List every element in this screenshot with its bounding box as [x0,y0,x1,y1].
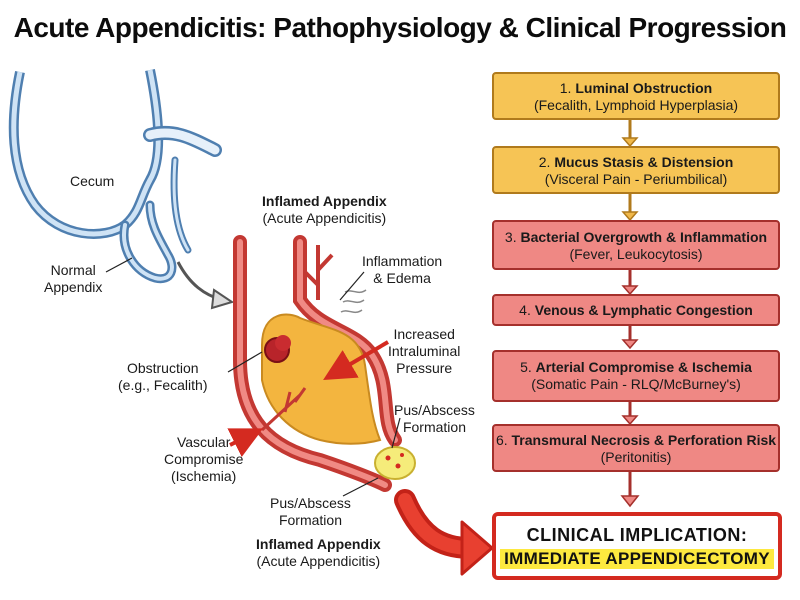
step-2-detail: (Visceral Pain - Periumbilical) [544,171,728,187]
implication-arrow [394,489,494,576]
pus-right-line1: Pus/Abscess [394,402,475,418]
step-4-number: 4. [519,302,531,318]
obstruction-line1: Obstruction [126,360,199,376]
inflamed-appendix-illustration [233,235,416,492]
normal-cecum-illustration [8,69,222,284]
step-3-detail: (Fever, Leukocytosis) [569,246,703,262]
normal-appendix-line1: Normal [50,262,96,278]
inflamed-top-line1: Inflamed Appendix [262,193,387,209]
cecum-label: Cecum [70,173,114,190]
pressure-line3: Pressure [396,360,453,376]
step-6-detail: (Peritonitis) [600,449,672,465]
vascular-line3: (Ischemia) [171,468,237,484]
step-3-number: 3. [504,229,517,245]
pressure-line1: Increased [393,326,455,342]
inflammation-line1: Inflammation [362,253,443,269]
pus-right-leader [391,417,401,449]
pus-bottom-line2: Formation [278,512,342,528]
step-5-box: 5. Arterial Compromise & Ischemia (Somat… [492,350,780,402]
step-2-number: 2. [538,154,551,170]
pus-bottom-line1: Pus/Abscess [270,495,351,511]
obstruction-leader [227,351,263,373]
step-3-title: Bacterial Overgrowth & Inflammation [520,229,768,245]
inflammation-line2: & Edema [373,270,431,286]
pressure-arrow [323,340,390,381]
pressure-line2: Intraluminal [388,343,461,359]
pus-right-line2: Formation [402,419,466,435]
step-4-box: 4. Venous & Lymphatic Congestion [492,294,780,326]
step-6-title: Transmural Necrosis & Perforation Risk [511,432,777,448]
vascular-line2: Compromise [164,451,244,467]
pus-bottom-label: Pus/Abscess Formation [270,495,351,529]
flow-connectors [620,120,640,508]
step-5-title: Arterial Compromise & Ischemia [535,359,752,375]
step-4-title: Venous & Lymphatic Congestion [534,302,753,318]
step-6-box: 6. Transmural Necrosis & Perforation Ris… [492,424,780,472]
inflamed-bottom-line1: Inflamed Appendix [256,536,381,552]
clinical-implication-heading: CLINICAL IMPLICATION: [526,525,748,545]
vascular-line1: Vascular [176,434,231,450]
step-5-number: 5. [520,359,532,375]
inflamed-appendix-top-label: Inflamed Appendix (Acute Appendicitis) [262,193,387,227]
step-1-title: Luminal Obstruction [575,80,713,96]
inflamed-bottom-line2: (Acute Appendicitis) [256,553,381,569]
normal-appendix-leader [105,257,133,273]
cecum-text: Cecum [70,173,115,189]
progression-arrow [176,261,235,310]
step-6-number: 6. [495,432,508,448]
normal-appendix-label: Normal Appendix [44,262,102,296]
step-5-detail: (Somatic Pain - RLQ/McBurney's) [531,376,741,392]
step-1-number: 1. [559,80,572,96]
inflamed-top-line2: (Acute Appendicitis) [262,210,387,226]
clinical-implication-box: CLINICAL IMPLICATION: IMMEDIATE APPENDIC… [492,512,782,580]
obstruction-line2: (e.g., Fecalith) [118,377,208,393]
pressure-label: Increased Intraluminal Pressure [388,326,460,377]
pus-bottom-leader [342,477,379,497]
page-title: Acute Appendicitis: Pathophysiology & Cl… [13,12,787,43]
inflammation-label: Inflammation & Edema [362,253,442,287]
step-1-box: 1. Luminal Obstruction (Fecalith, Lympho… [492,72,780,120]
vascular-arrow [227,428,264,458]
step-2-box: 2. Mucus Stasis & Distension (Visceral P… [492,146,780,194]
step-2-title: Mucus Stasis & Distension [554,154,734,170]
step-1-detail: (Fecalith, Lymphoid Hyperplasia) [533,97,739,113]
inflammation-leader [339,271,365,301]
clinical-implication-action: IMMEDIATE APPENDICECTOMY [500,549,774,569]
obstruction-label: Obstruction (e.g., Fecalith) [118,360,207,394]
step-3-box: 3. Bacterial Overgrowth & Inflammation (… [492,220,780,270]
vascular-label: Vascular Compromise (Ischemia) [164,434,243,485]
pus-right-label: Pus/Abscess Formation [394,402,475,436]
inflamed-appendix-bottom-label: Inflamed Appendix (Acute Appendicitis) [256,536,381,570]
normal-appendix-line2: Appendix [44,279,103,295]
